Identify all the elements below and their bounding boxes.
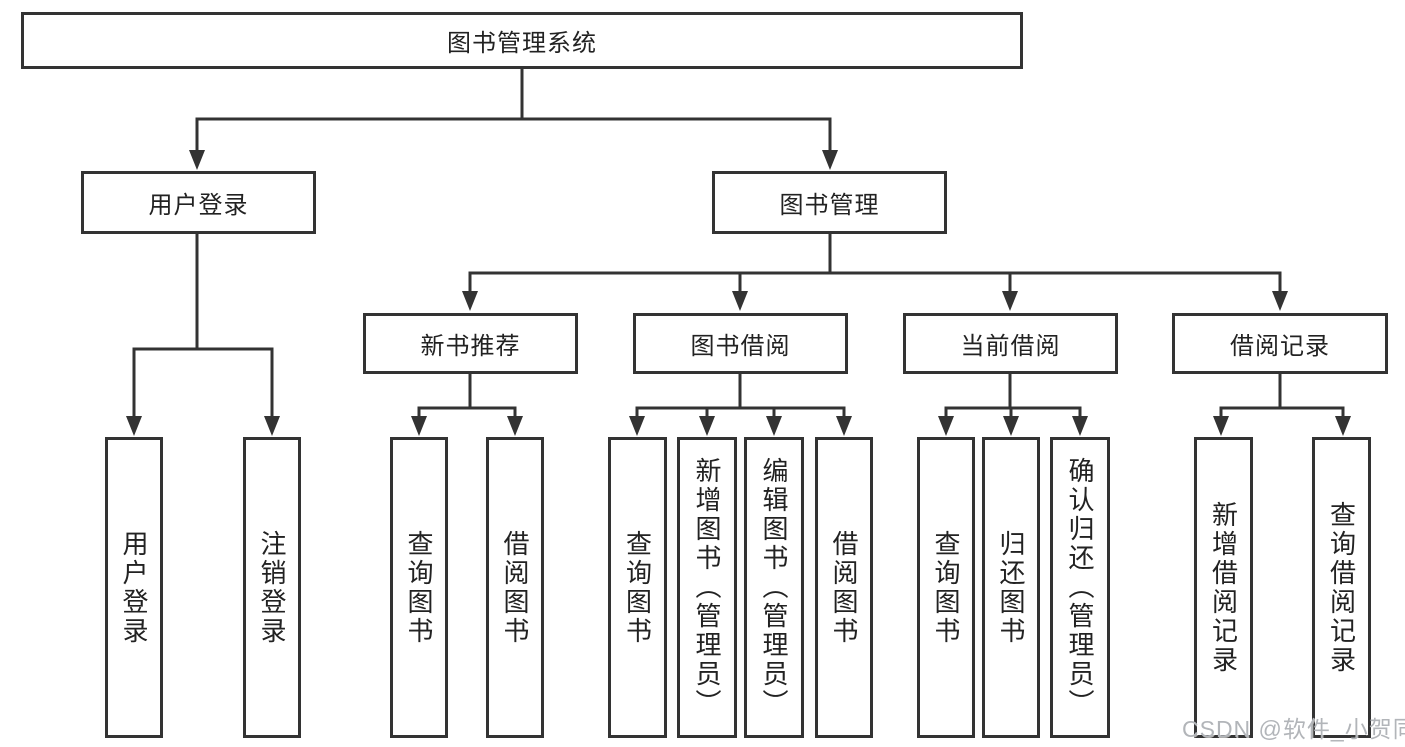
csdn-watermark: CSDN @软件_小贺同学 — [1182, 716, 1405, 742]
node-logout-leaf: 注销登录 — [243, 437, 301, 738]
node-label: 新增图书（管理员） — [692, 457, 722, 718]
node-label: 新书推荐 — [420, 333, 521, 360]
node-records-add-record: 新增借阅记录 — [1194, 437, 1253, 738]
node-label: 新增借阅记录 — [1208, 500, 1239, 675]
node-book-borrow: 图书借阅 — [633, 313, 848, 374]
node-label: 查询图书 — [622, 529, 653, 646]
node-book-management: 图书管理 — [712, 171, 947, 234]
node-user-login-leaf: 用户登录 — [105, 437, 163, 738]
node-label: 注销登录 — [257, 529, 287, 646]
node-label: 用户登录 — [119, 529, 149, 646]
connector-current-borrow-to-children — [938, 374, 1088, 436]
node-label: 图书借阅 — [690, 333, 791, 360]
node-current-borrow: 当前借阅 — [903, 313, 1118, 374]
node-label: 查询图书 — [404, 529, 434, 646]
node-label: 当前借阅 — [960, 333, 1061, 360]
node-borrow-add-books-admin: 新增图书（管理员） — [677, 437, 737, 738]
connector-book-borrow-to-children — [629, 374, 852, 436]
node-borrow-query-books: 查询图书 — [608, 437, 667, 738]
node-label: 查询借阅记录 — [1326, 500, 1357, 675]
node-new-book-recommend: 新书推荐 — [363, 313, 578, 374]
node-current-confirm-return-admin: 确认归还（管理员） — [1050, 437, 1110, 738]
node-label: 编辑图书（管理员） — [759, 457, 789, 718]
node-borrow-records: 借阅记录 — [1172, 313, 1388, 374]
node-borrow-borrow-books: 借阅图书 — [815, 437, 873, 738]
node-label: 借阅图书 — [829, 529, 859, 646]
node-borrow-edit-books-admin: 编辑图书（管理员） — [744, 437, 804, 738]
node-library-management-system: 图书管理系统 — [21, 12, 1023, 69]
node-recommend-query-books: 查询图书 — [390, 437, 448, 738]
connector-user-login-to-children — [126, 233, 280, 436]
node-label: 借阅图书 — [500, 529, 530, 646]
connector-book-management-to-groups — [462, 233, 1288, 311]
node-label: 查询图书 — [931, 529, 961, 646]
node-label: 借阅记录 — [1230, 333, 1330, 360]
node-label: 图书管理系统 — [447, 30, 597, 57]
node-label: 图书管理 — [779, 192, 880, 219]
node-current-query-books: 查询图书 — [917, 437, 975, 738]
connector-borrow-records-to-children — [1213, 374, 1351, 436]
node-records-query-record: 查询借阅记录 — [1312, 437, 1371, 738]
node-recommend-borrow-books: 借阅图书 — [486, 437, 544, 738]
node-label: 用户登录 — [148, 192, 249, 219]
connector-new-book-recommend-to-children — [411, 374, 523, 436]
node-label: 归还图书 — [996, 529, 1026, 646]
connector-root-to-branches — [189, 69, 838, 170]
node-user-login: 用户登录 — [81, 171, 316, 234]
node-current-return-books: 归还图书 — [982, 437, 1040, 738]
node-label: 确认归还（管理员） — [1065, 457, 1095, 718]
